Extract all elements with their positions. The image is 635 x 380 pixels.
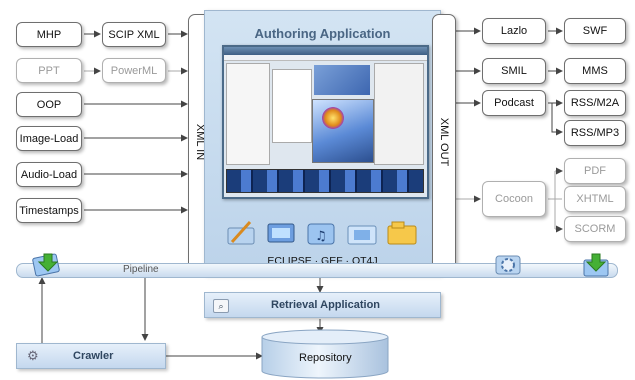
magnifier-icon: ⌕: [213, 299, 229, 313]
output-xhtml[interactable]: XHTML: [564, 186, 626, 212]
screenshot-filmstrip: [226, 169, 424, 193]
output-rss-m2a-label: RSS/M2A: [570, 97, 620, 109]
converter-scip-xml[interactable]: SCIP XML: [102, 22, 166, 47]
input-mhp[interactable]: MHP: [16, 22, 82, 47]
app-screenshot: [222, 45, 429, 199]
screenshot-right-pane: [374, 63, 424, 165]
screenshot-list-pane: [272, 69, 312, 143]
output-scorm-label: SCORM: [574, 223, 616, 235]
input-ppt-label: PPT: [38, 64, 60, 77]
converter-powerml[interactable]: PowerML: [102, 58, 166, 83]
converter-scip-xml-label: SCIP XML: [108, 28, 160, 41]
output-podcast-label: Podcast: [494, 97, 534, 109]
input-oop[interactable]: OOP: [16, 92, 82, 117]
output-mms-label: MMS: [582, 65, 608, 77]
output-smil-label: SMIL: [501, 65, 527, 77]
output-pdf-label: PDF: [584, 165, 606, 177]
input-timestamps[interactable]: Timestamps: [16, 198, 82, 223]
output-pdf[interactable]: PDF: [564, 158, 626, 184]
input-mhp-label: MHP: [36, 28, 62, 41]
pipeline-gear-icon: [495, 255, 521, 275]
output-podcast[interactable]: Podcast: [482, 90, 546, 116]
authoring-title: Authoring Application: [254, 26, 391, 41]
input-timestamps-label: Timestamps: [19, 204, 79, 217]
xml-out-label: XML OUT: [438, 117, 450, 167]
screenshot-canvas: [314, 65, 370, 95]
output-rss-m2a[interactable]: RSS/M2A: [564, 90, 626, 116]
input-oop-label: OOP: [36, 98, 62, 111]
pipeline-bar: Pipeline: [16, 263, 618, 278]
screenshot-left-pane: [226, 63, 270, 165]
crawler-label: Crawler: [73, 350, 114, 362]
retrieval-application-panel[interactable]: ⌕ Retrieval Application: [204, 292, 441, 318]
output-cocoon-label: Cocoon: [495, 193, 533, 205]
screenshot-titlebar: [224, 47, 427, 55]
film-icon: [347, 225, 377, 245]
output-smil[interactable]: SMIL: [482, 58, 546, 84]
repository-label: Repository: [299, 352, 352, 364]
retrieval-label: Retrieval Application: [271, 299, 381, 311]
output-rss-mp3[interactable]: RSS/MP3: [564, 120, 626, 146]
output-swf-label: SWF: [582, 25, 608, 37]
pipeline-download-icon: [32, 253, 60, 277]
input-ppt[interactable]: PPT: [16, 58, 82, 83]
xml-out-bar: XML OUT: [432, 14, 456, 270]
input-image-load-label: Image-Load: [19, 132, 79, 145]
monitor-icon: [267, 223, 295, 243]
input-audio-load-label: Audio-Load: [20, 168, 78, 181]
screenshot-flower: [322, 107, 344, 129]
crawler-gear-icon: ⚙: [27, 348, 39, 363]
output-mms[interactable]: MMS: [564, 58, 626, 84]
converter-powerml-label: PowerML: [110, 64, 158, 77]
svg-text:♫: ♫: [315, 229, 327, 244]
screenshot-slide: [312, 99, 374, 163]
repository-cylinder[interactable]: [260, 329, 390, 379]
output-lazlo-label: Lazlo: [500, 25, 528, 37]
folder-icon: [387, 221, 417, 245]
output-xhtml-label: XHTML: [576, 193, 614, 205]
pipeline-label: Pipeline: [123, 264, 159, 275]
input-audio-load[interactable]: Audio-Load: [16, 162, 82, 187]
output-cocoon[interactable]: Cocoon: [482, 181, 546, 217]
crawler-panel[interactable]: ⚙ Crawler: [16, 343, 166, 369]
input-image-load[interactable]: Image-Load: [16, 126, 82, 151]
output-scorm[interactable]: SCORM: [564, 216, 626, 242]
output-lazlo[interactable]: Lazlo: [482, 18, 546, 44]
pen-tool-icon: [227, 220, 255, 245]
pipeline-export-icon: [583, 253, 609, 277]
output-swf[interactable]: SWF: [564, 18, 626, 44]
output-rss-mp3-label: RSS/MP3: [570, 127, 620, 139]
screenshot-menubar: [224, 55, 427, 61]
authoring-tool-icons: ♫: [227, 220, 417, 245]
music-icon: ♫: [307, 223, 335, 245]
